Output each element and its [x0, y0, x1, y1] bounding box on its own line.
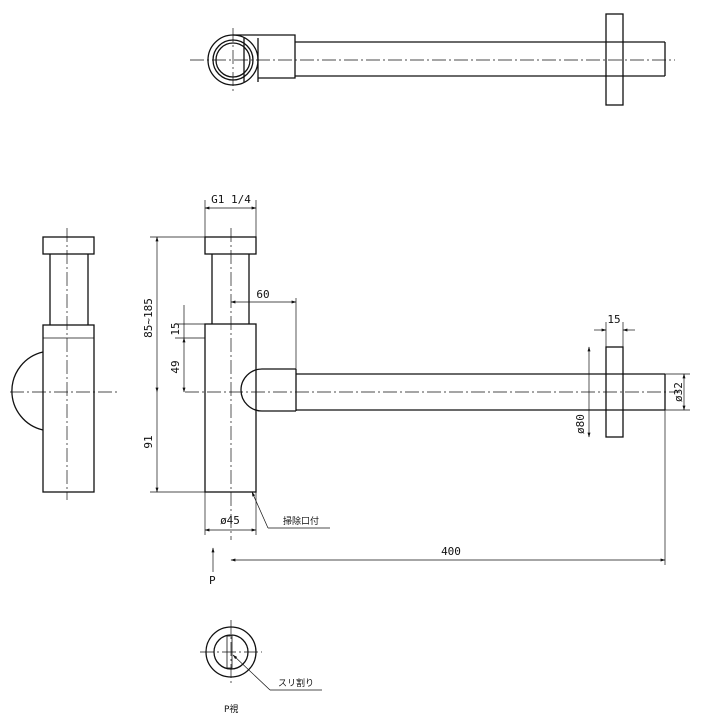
- slit-label: スリ割り: [278, 677, 314, 689]
- dim-91-label: 91: [142, 435, 155, 448]
- front-view: [185, 228, 680, 540]
- dimensions: G1 1/4 60 15 85~185 15 49 91 ø80 ø32: [142, 193, 690, 565]
- dim-15-label: 15: [169, 322, 182, 335]
- flange-15-label: 15: [607, 313, 620, 326]
- depth-60-label: 60: [256, 288, 269, 301]
- view-arrow-label: P: [209, 574, 216, 587]
- dia-32-label: ø32: [672, 382, 685, 402]
- length-400-label: 400: [441, 545, 461, 558]
- top-view: [190, 13, 675, 106]
- p-view: スリ割り P視: [200, 620, 322, 715]
- height-range-label: 85~185: [142, 298, 155, 338]
- side-view: [10, 228, 120, 500]
- thread-dimension-label: G1 1/4: [211, 193, 251, 206]
- cleanout-label: 掃除口付: [283, 515, 319, 527]
- dia-45-label: ø45: [220, 514, 240, 527]
- dia-80-label: ø80: [574, 414, 587, 434]
- view-arrow-p: P: [209, 547, 216, 587]
- dim-49-label: 49: [169, 360, 182, 373]
- view-title-label: P視: [224, 703, 238, 715]
